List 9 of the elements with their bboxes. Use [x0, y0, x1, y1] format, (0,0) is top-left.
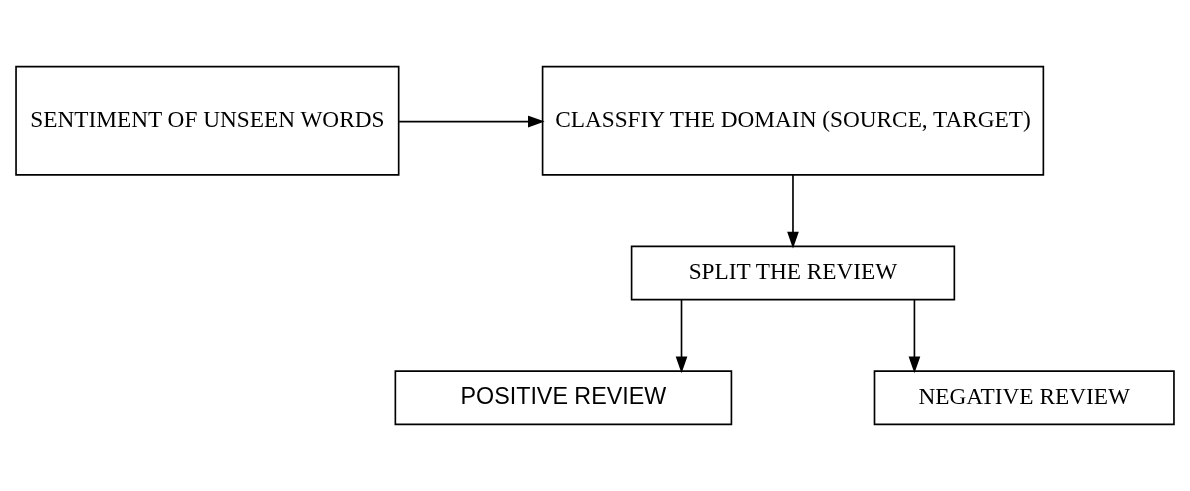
node-box: SPLIT THE REVIEW: [630, 245, 956, 301]
arrow: [787, 174, 799, 249]
arrow: [675, 299, 688, 374]
node-box: POSITIVE REVIEW: [394, 370, 733, 426]
node-box: NEGATIVE REVIEW: [873, 370, 1175, 426]
arrow: [908, 299, 921, 374]
arrow: [398, 115, 545, 128]
node-box: SENTIMENT OF UNSEEN WORDS: [15, 65, 400, 176]
node-box: CLASSFIY THE DOMAIN (SOURCE, TARGET): [541, 65, 1045, 176]
